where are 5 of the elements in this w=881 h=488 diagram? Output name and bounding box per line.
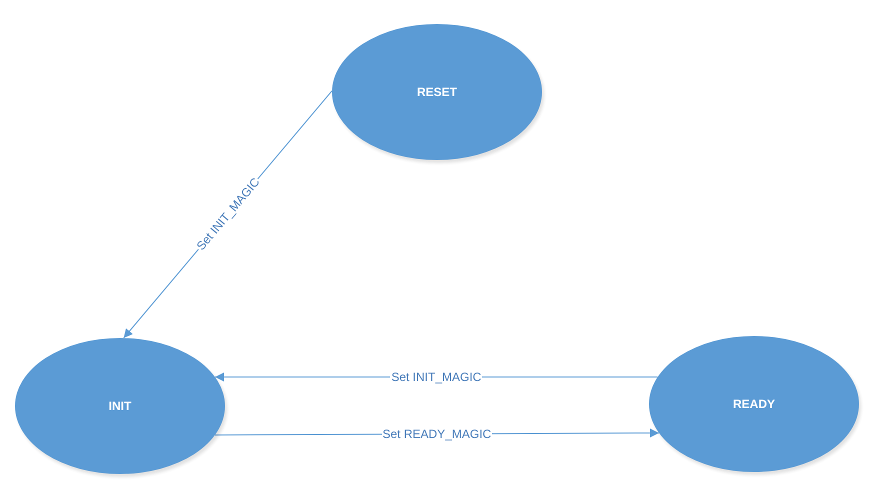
state-name: INIT <box>108 399 132 413</box>
edge-label: Set READY_MAGIC <box>382 426 492 441</box>
state-name: READY <box>732 397 775 411</box>
edge-label: Set INIT_MAGIC <box>390 370 482 384</box>
state-name: RESET <box>416 85 457 99</box>
